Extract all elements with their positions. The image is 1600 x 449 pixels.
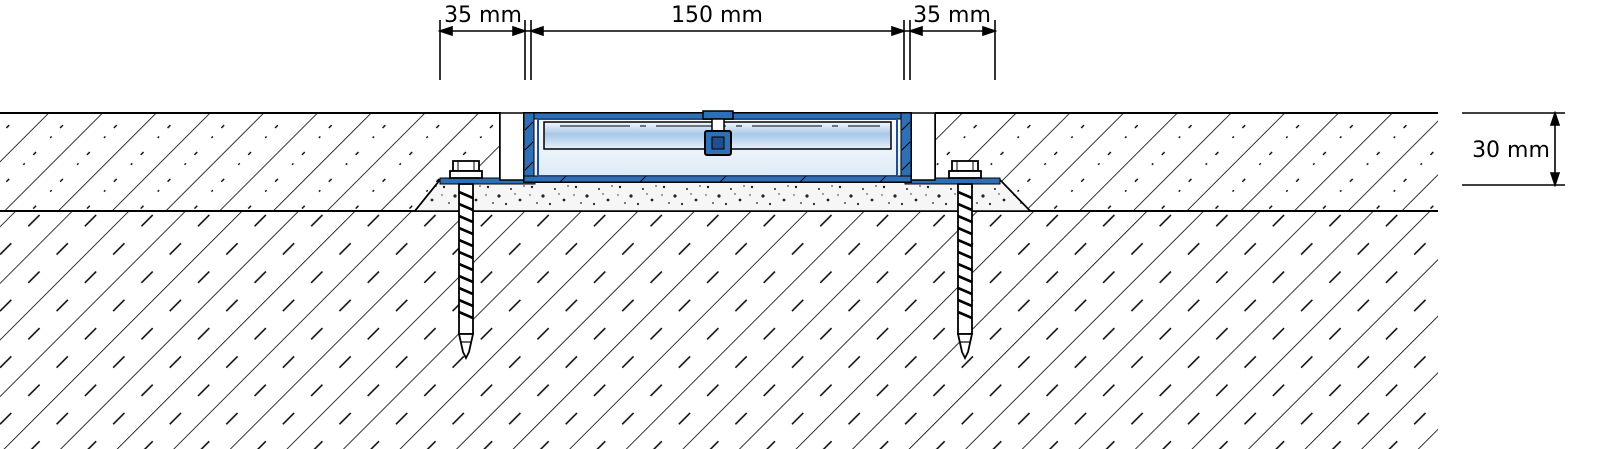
concrete-screw-icon: [948, 160, 982, 361]
center-bolt-icon: [702, 110, 734, 156]
dimension-label-right-flange: 35 mm: [913, 3, 991, 28]
dimension-label-left-flange: 35 mm: [444, 3, 522, 28]
mortar-bed: [413, 179, 1032, 212]
concrete-base: [0, 210, 1438, 449]
dimension-label-layer-thickness: 30 mm: [1472, 138, 1550, 163]
concrete-screw-icon: [449, 160, 483, 361]
dimension-label-channel-width: 150 mm: [671, 3, 763, 28]
screed-layer-left: [0, 112, 501, 212]
dimension-lines: [437, 20, 1565, 188]
